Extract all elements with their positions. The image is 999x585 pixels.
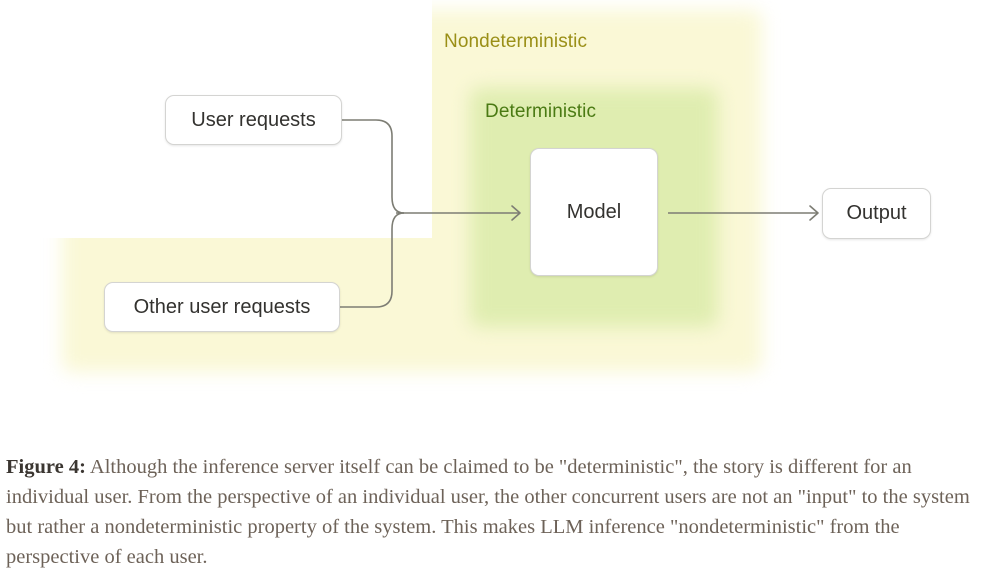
node-model-label: Model	[566, 200, 622, 223]
figure-caption-label: Figure 4:	[6, 456, 86, 478]
figure-diagram: Nondeterministic Deterministic User requ…	[62, 10, 931, 372]
node-other-user-requests: Other user requests	[104, 282, 340, 332]
zone-label-deterministic: Deterministic	[485, 101, 597, 122]
node-model: Model	[530, 148, 658, 276]
node-output: Output	[822, 188, 931, 239]
arrowhead-output-input	[809, 205, 819, 221]
node-output-label: Output	[846, 202, 907, 224]
zone-label-nondeterministic: Nondeterministic	[444, 31, 588, 52]
figure-caption-text: Although the inference server itself can…	[6, 456, 970, 568]
node-user-requests-label: User requests	[191, 108, 316, 131]
figure-caption: Figure 4: Although the inference server …	[6, 452, 991, 572]
node-user-requests: User requests	[165, 95, 342, 145]
node-other-user-requests-label: Other user requests	[133, 295, 311, 318]
